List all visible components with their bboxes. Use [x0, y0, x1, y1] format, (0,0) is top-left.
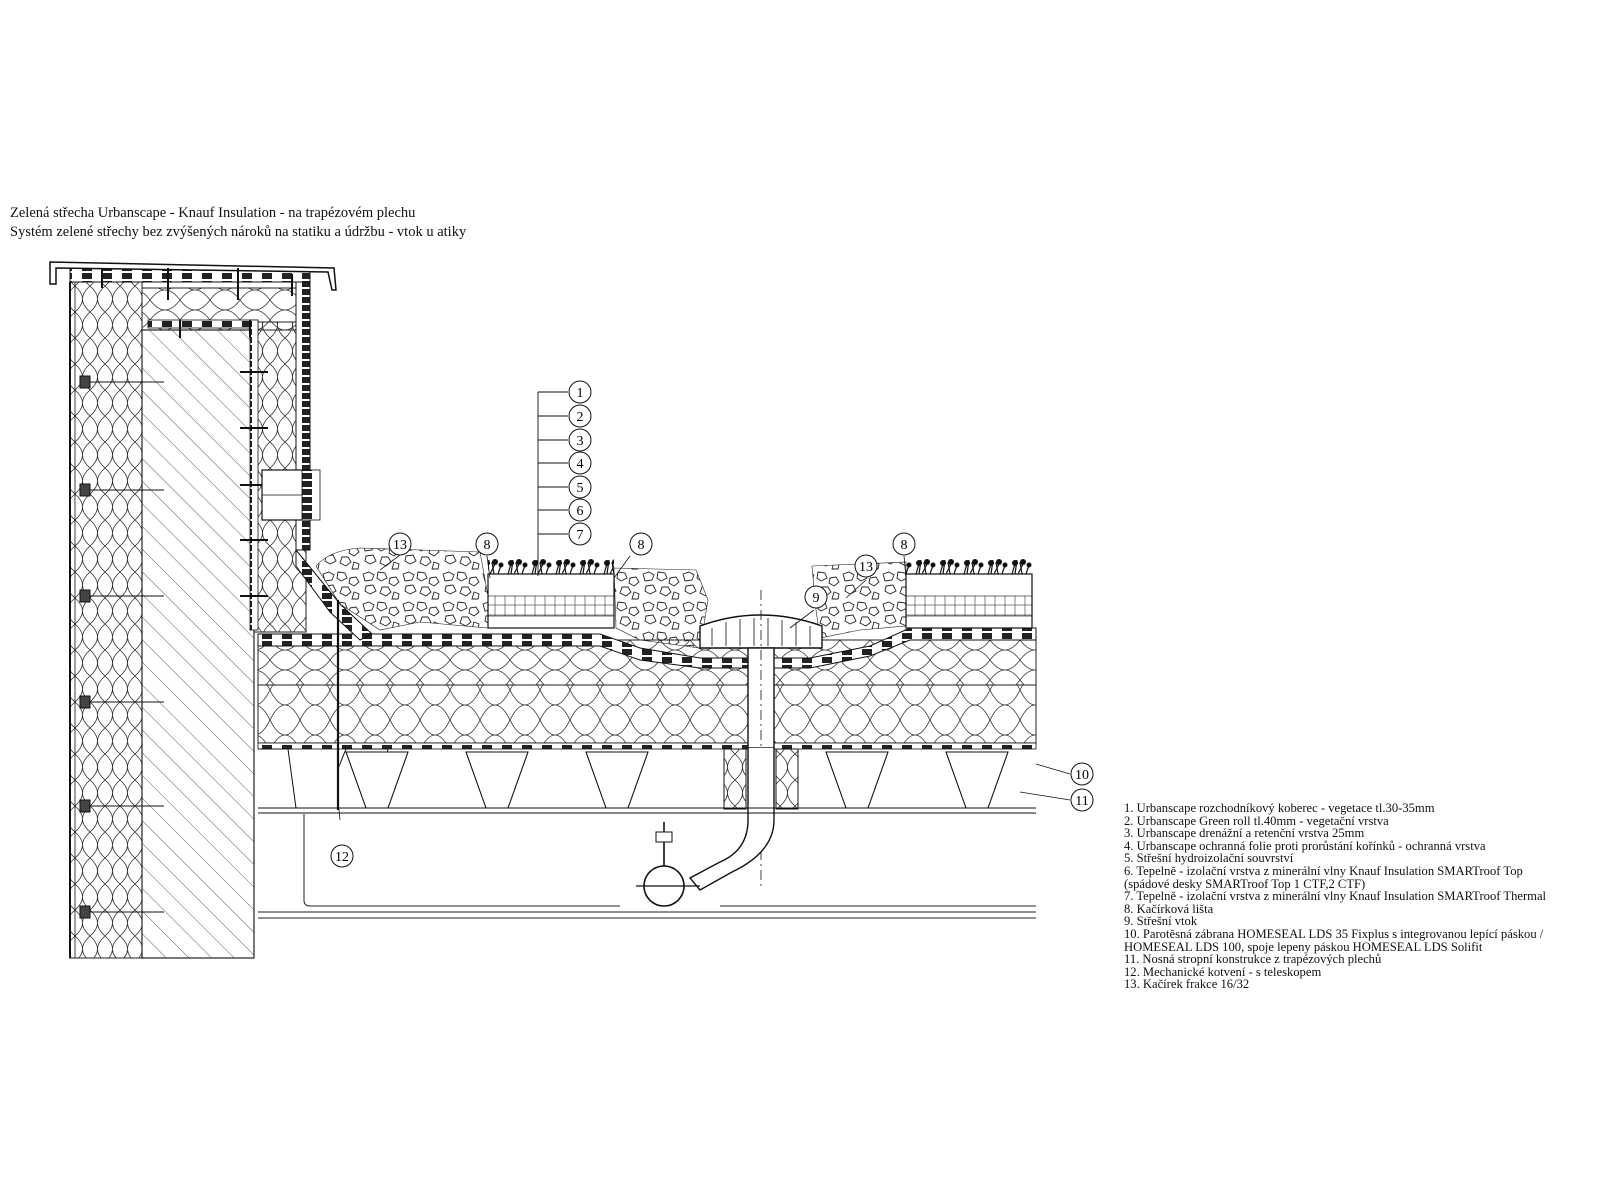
- callout-12: 12: [330, 844, 354, 868]
- callout-8-left: 8: [475, 532, 499, 556]
- callout-8-middle: 8: [629, 532, 653, 556]
- roof-drain: [636, 590, 823, 907]
- trapezoid-ribs: [258, 751, 1036, 814]
- svg-text:3: 3: [577, 434, 584, 449]
- svg-text:4: 4: [577, 457, 584, 472]
- leader-lines: [337, 554, 1071, 821]
- callout-10: 10: [1070, 762, 1094, 786]
- callout-13-left: 13: [388, 532, 412, 556]
- legend-item: 8. Kačírková lišta: [1124, 901, 1214, 916]
- legend-item: 10. Parotěsná zábrana HOMESEAL LDS 35 Fi…: [1124, 926, 1544, 941]
- svg-text:8: 8: [484, 538, 491, 553]
- roof-layers: [257, 548, 1037, 750]
- legend-item: 2. Urbanscape Green roll tl.40mm - veget…: [1124, 813, 1389, 828]
- svg-text:10: 10: [1075, 768, 1089, 783]
- callout-13-right: 13: [854, 554, 878, 578]
- legend-item: 4. Urbanscape ochranná folie proti prorů…: [1124, 838, 1486, 853]
- svg-text:5: 5: [577, 481, 584, 496]
- legend-item: 6. Tepelně - izolační vrstva z minerální…: [1124, 863, 1523, 878]
- legend-item: 12. Mechanické kotvení - s teleskopem: [1124, 964, 1322, 979]
- svg-text:13: 13: [859, 560, 873, 575]
- svg-text:12: 12: [335, 850, 349, 865]
- callout-2: 2: [568, 404, 592, 428]
- svg-text:8: 8: [638, 538, 645, 553]
- parapet-wall: [49, 261, 337, 959]
- ceiling-lines: [258, 814, 1036, 919]
- green-roof-packages: [487, 556, 1033, 629]
- gravel-strips: [315, 547, 907, 649]
- callout-7: 7: [568, 522, 592, 546]
- svg-text:8: 8: [901, 538, 908, 553]
- callout-5: 5: [568, 475, 592, 499]
- callout-3: 3: [568, 428, 592, 452]
- svg-text:11: 11: [1075, 794, 1088, 809]
- callout-11: 11: [1070, 788, 1094, 812]
- callout-4: 4: [568, 451, 592, 475]
- legend-item: 13. Kačírek frakce 16/32: [1124, 977, 1250, 992]
- callout-9: 9: [804, 585, 828, 609]
- legend-item: (spádové desky SMARTroof Top 1 CTF,2 CTF…: [1124, 876, 1366, 891]
- svg-text:1: 1: [577, 386, 584, 401]
- svg-text:7: 7: [577, 528, 584, 543]
- legend-item: 11. Nosná stropní konstrukce z trapézový…: [1124, 952, 1382, 967]
- legend: 1. Urbanscape rozchodníkový koberec - ve…: [1124, 802, 1546, 991]
- svg-text:6: 6: [577, 504, 584, 519]
- title-line-2: Systém zelené střechy bez zvýšených náro…: [10, 224, 467, 240]
- drawing-title: Zelená střecha Urbanscape - Knauf Insula…: [10, 204, 466, 242]
- callout-1: 1: [568, 380, 592, 404]
- callout-8-right: 8: [892, 532, 916, 556]
- callout-stack: [537, 391, 568, 576]
- legend-item: 5. Střešní hydroizolační souvrství: [1124, 851, 1294, 866]
- callout-6: 6: [568, 498, 592, 522]
- svg-text:9: 9: [813, 591, 820, 606]
- legend-item: 7. Tepelně - izolační vrstva z minerální…: [1124, 889, 1547, 904]
- legend-item: HOMESEAL LDS 100, spoje lepeny páskou HO…: [1124, 939, 1483, 954]
- title-line-1: Zelená střecha Urbanscape - Knauf Insula…: [10, 205, 416, 221]
- legend-item: 3. Urbanscape drenážní a retenční vrstva…: [1124, 826, 1365, 841]
- legend-item: 1. Urbanscape rozchodníkový koberec - ve…: [1124, 801, 1435, 815]
- svg-text:2: 2: [577, 410, 584, 425]
- svg-text:13: 13: [393, 538, 407, 553]
- legend-item: 9. Střešní vtok: [1124, 914, 1198, 929]
